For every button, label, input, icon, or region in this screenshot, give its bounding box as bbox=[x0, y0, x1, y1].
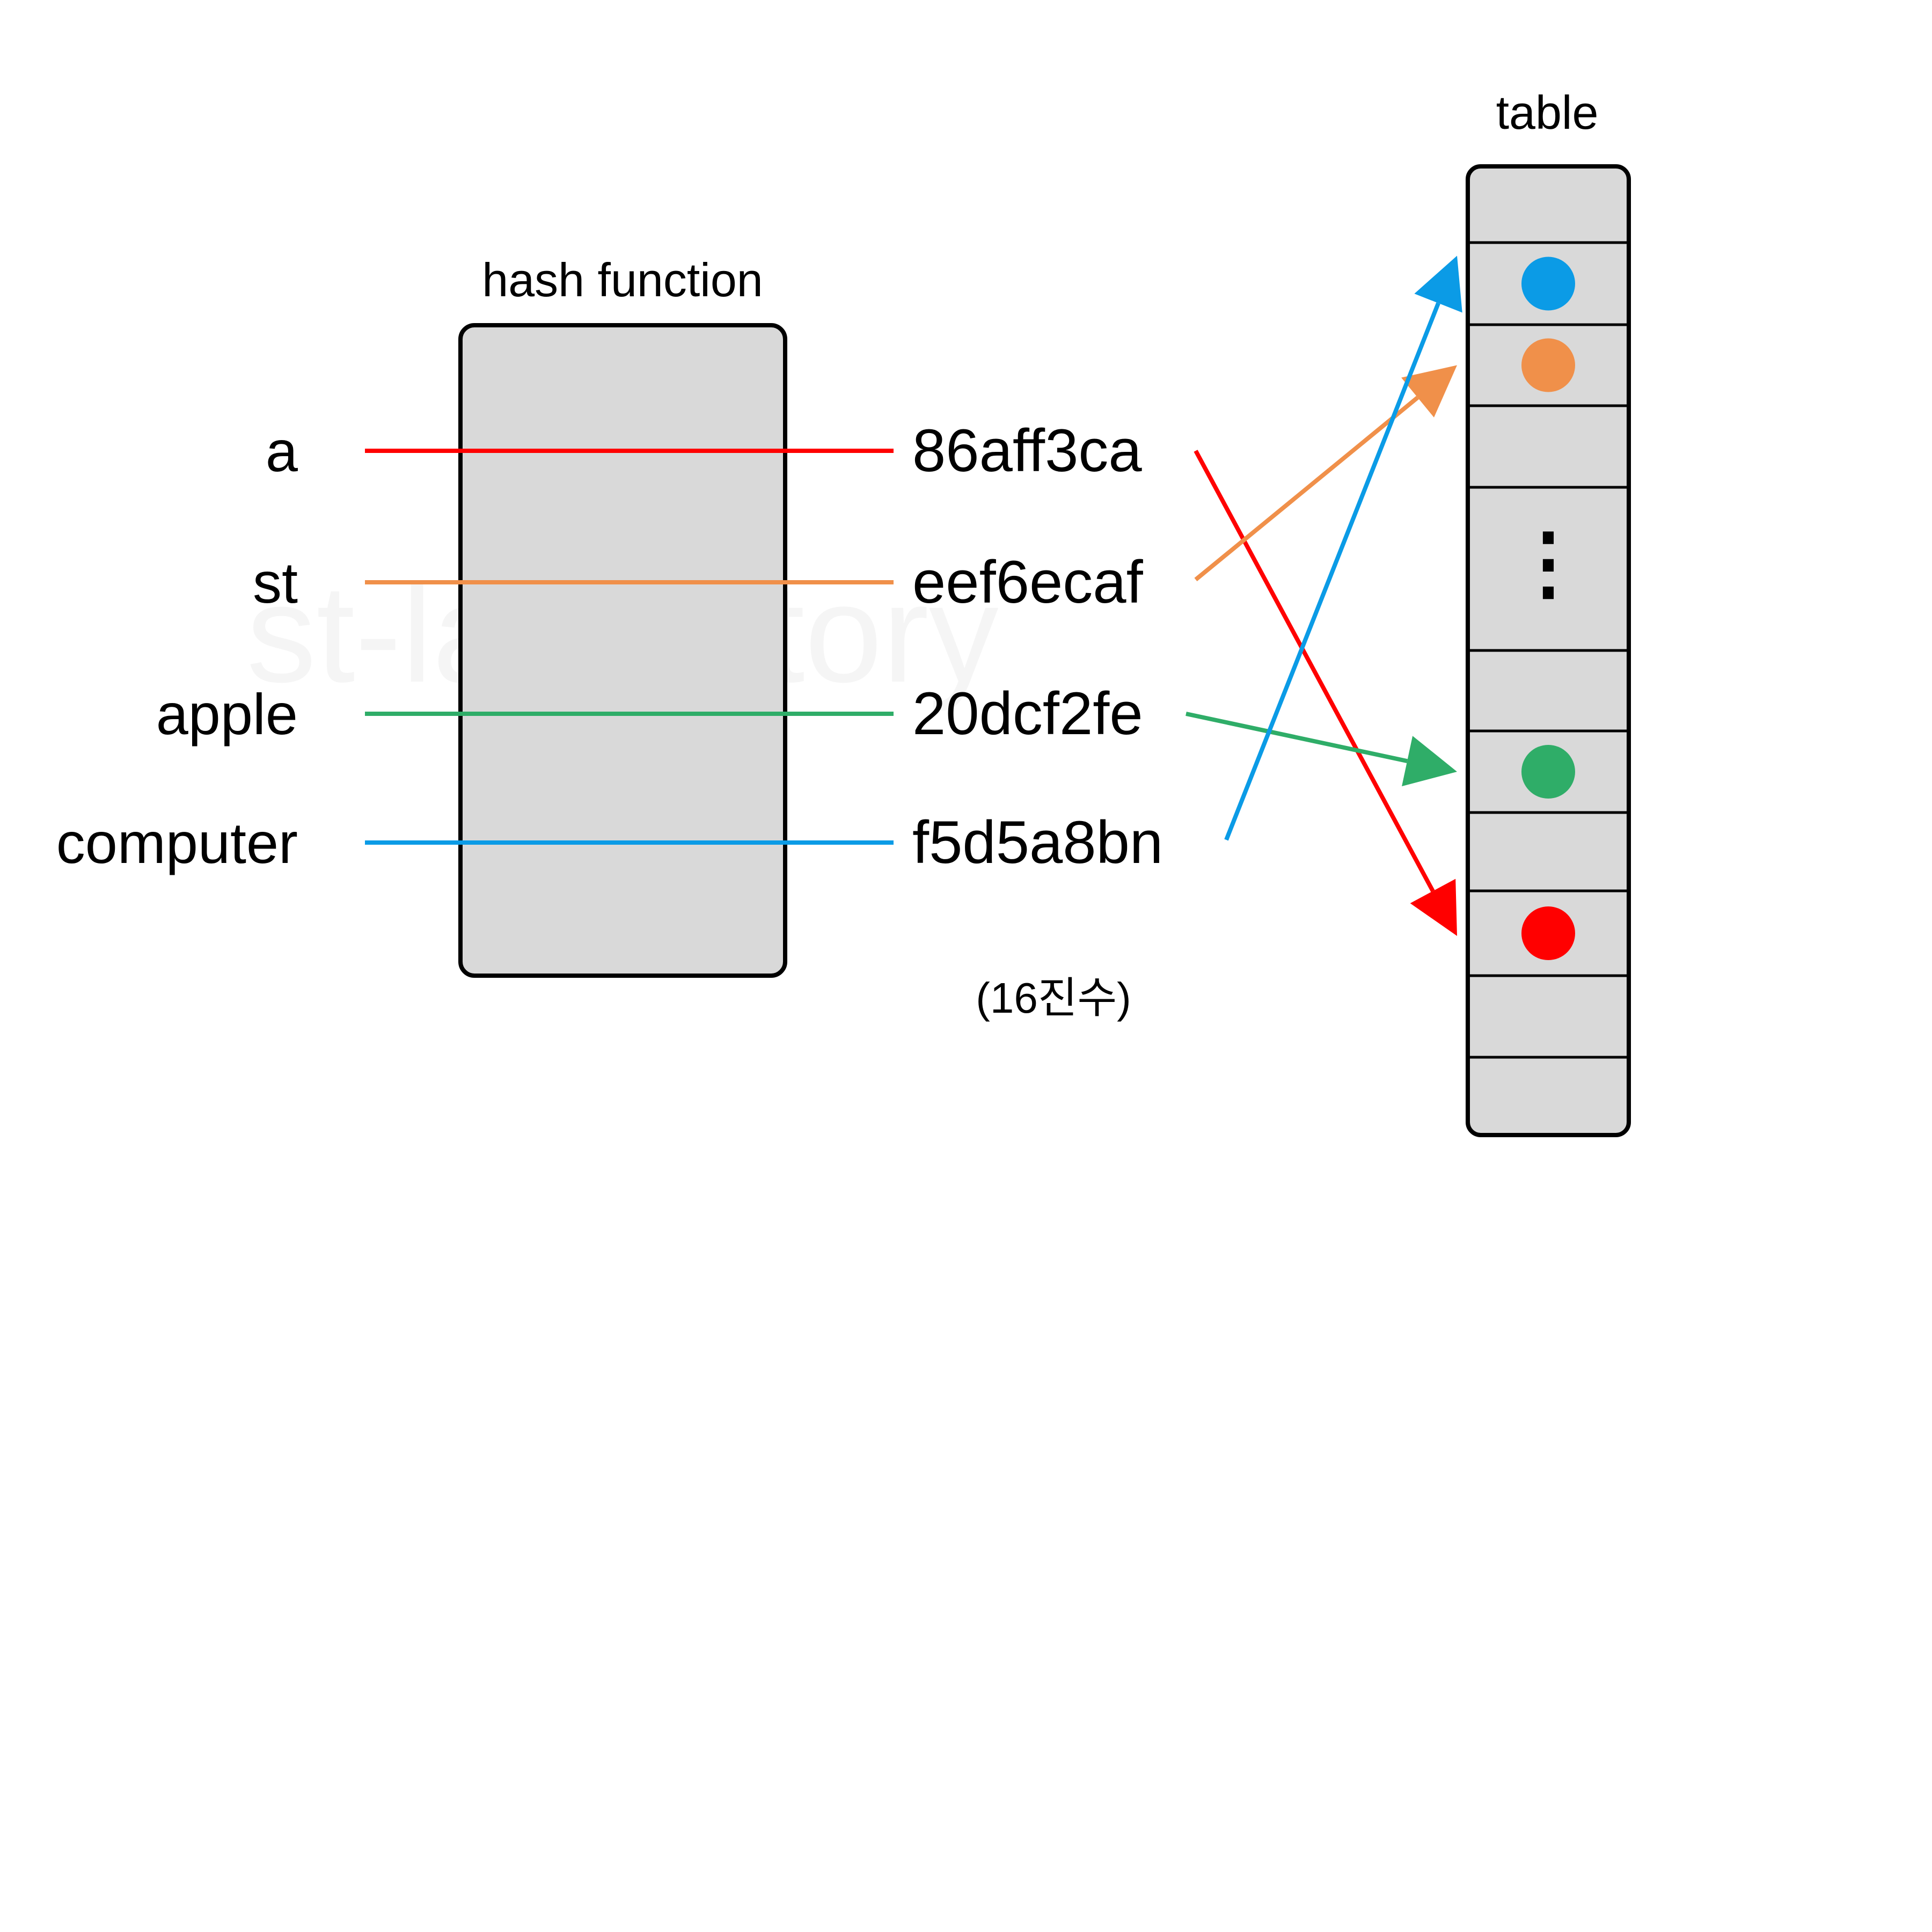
input-key: computer bbox=[56, 810, 298, 875]
mapping-arrow-head bbox=[1414, 255, 1462, 313]
mapping-arrow-line bbox=[1185, 712, 1408, 764]
mapping-arrow-line bbox=[1194, 396, 1419, 582]
hex-note: (16진수) bbox=[976, 974, 1131, 1022]
hash-function-label: hash function bbox=[482, 253, 763, 306]
table-slot-dot bbox=[1521, 745, 1575, 799]
hash-table: ⋮ bbox=[1466, 164, 1631, 1137]
mapping-arrow-head bbox=[1410, 879, 1457, 936]
input-key: a bbox=[266, 419, 298, 484]
table-slot-dot bbox=[1521, 338, 1575, 392]
mappings: a 86aff3ca st eef6ecaf apple 20dcf2fe computer… bbox=[56, 255, 1462, 936]
mapping-arrow-head bbox=[1401, 365, 1457, 418]
table-ellipsis: ⋮ bbox=[1508, 517, 1589, 608]
hash-function-box bbox=[458, 323, 787, 978]
input-key: st bbox=[253, 550, 298, 615]
table-slot-dot bbox=[1521, 257, 1575, 311]
mapping-arrow-line bbox=[1224, 302, 1440, 841]
table-label: table bbox=[1496, 86, 1599, 139]
input-key: apple bbox=[156, 682, 298, 747]
mapping-arrow-head bbox=[1402, 736, 1457, 787]
hash-value: f5d5a8bn bbox=[912, 809, 1163, 876]
hash-value: 86aff3ca bbox=[912, 417, 1142, 484]
table-slot-dot bbox=[1521, 906, 1575, 960]
hash-value: 20dcf2fe bbox=[912, 680, 1143, 747]
hash-value: eef6ecaf bbox=[912, 548, 1144, 616]
mapping-arrow-line bbox=[1194, 450, 1435, 892]
